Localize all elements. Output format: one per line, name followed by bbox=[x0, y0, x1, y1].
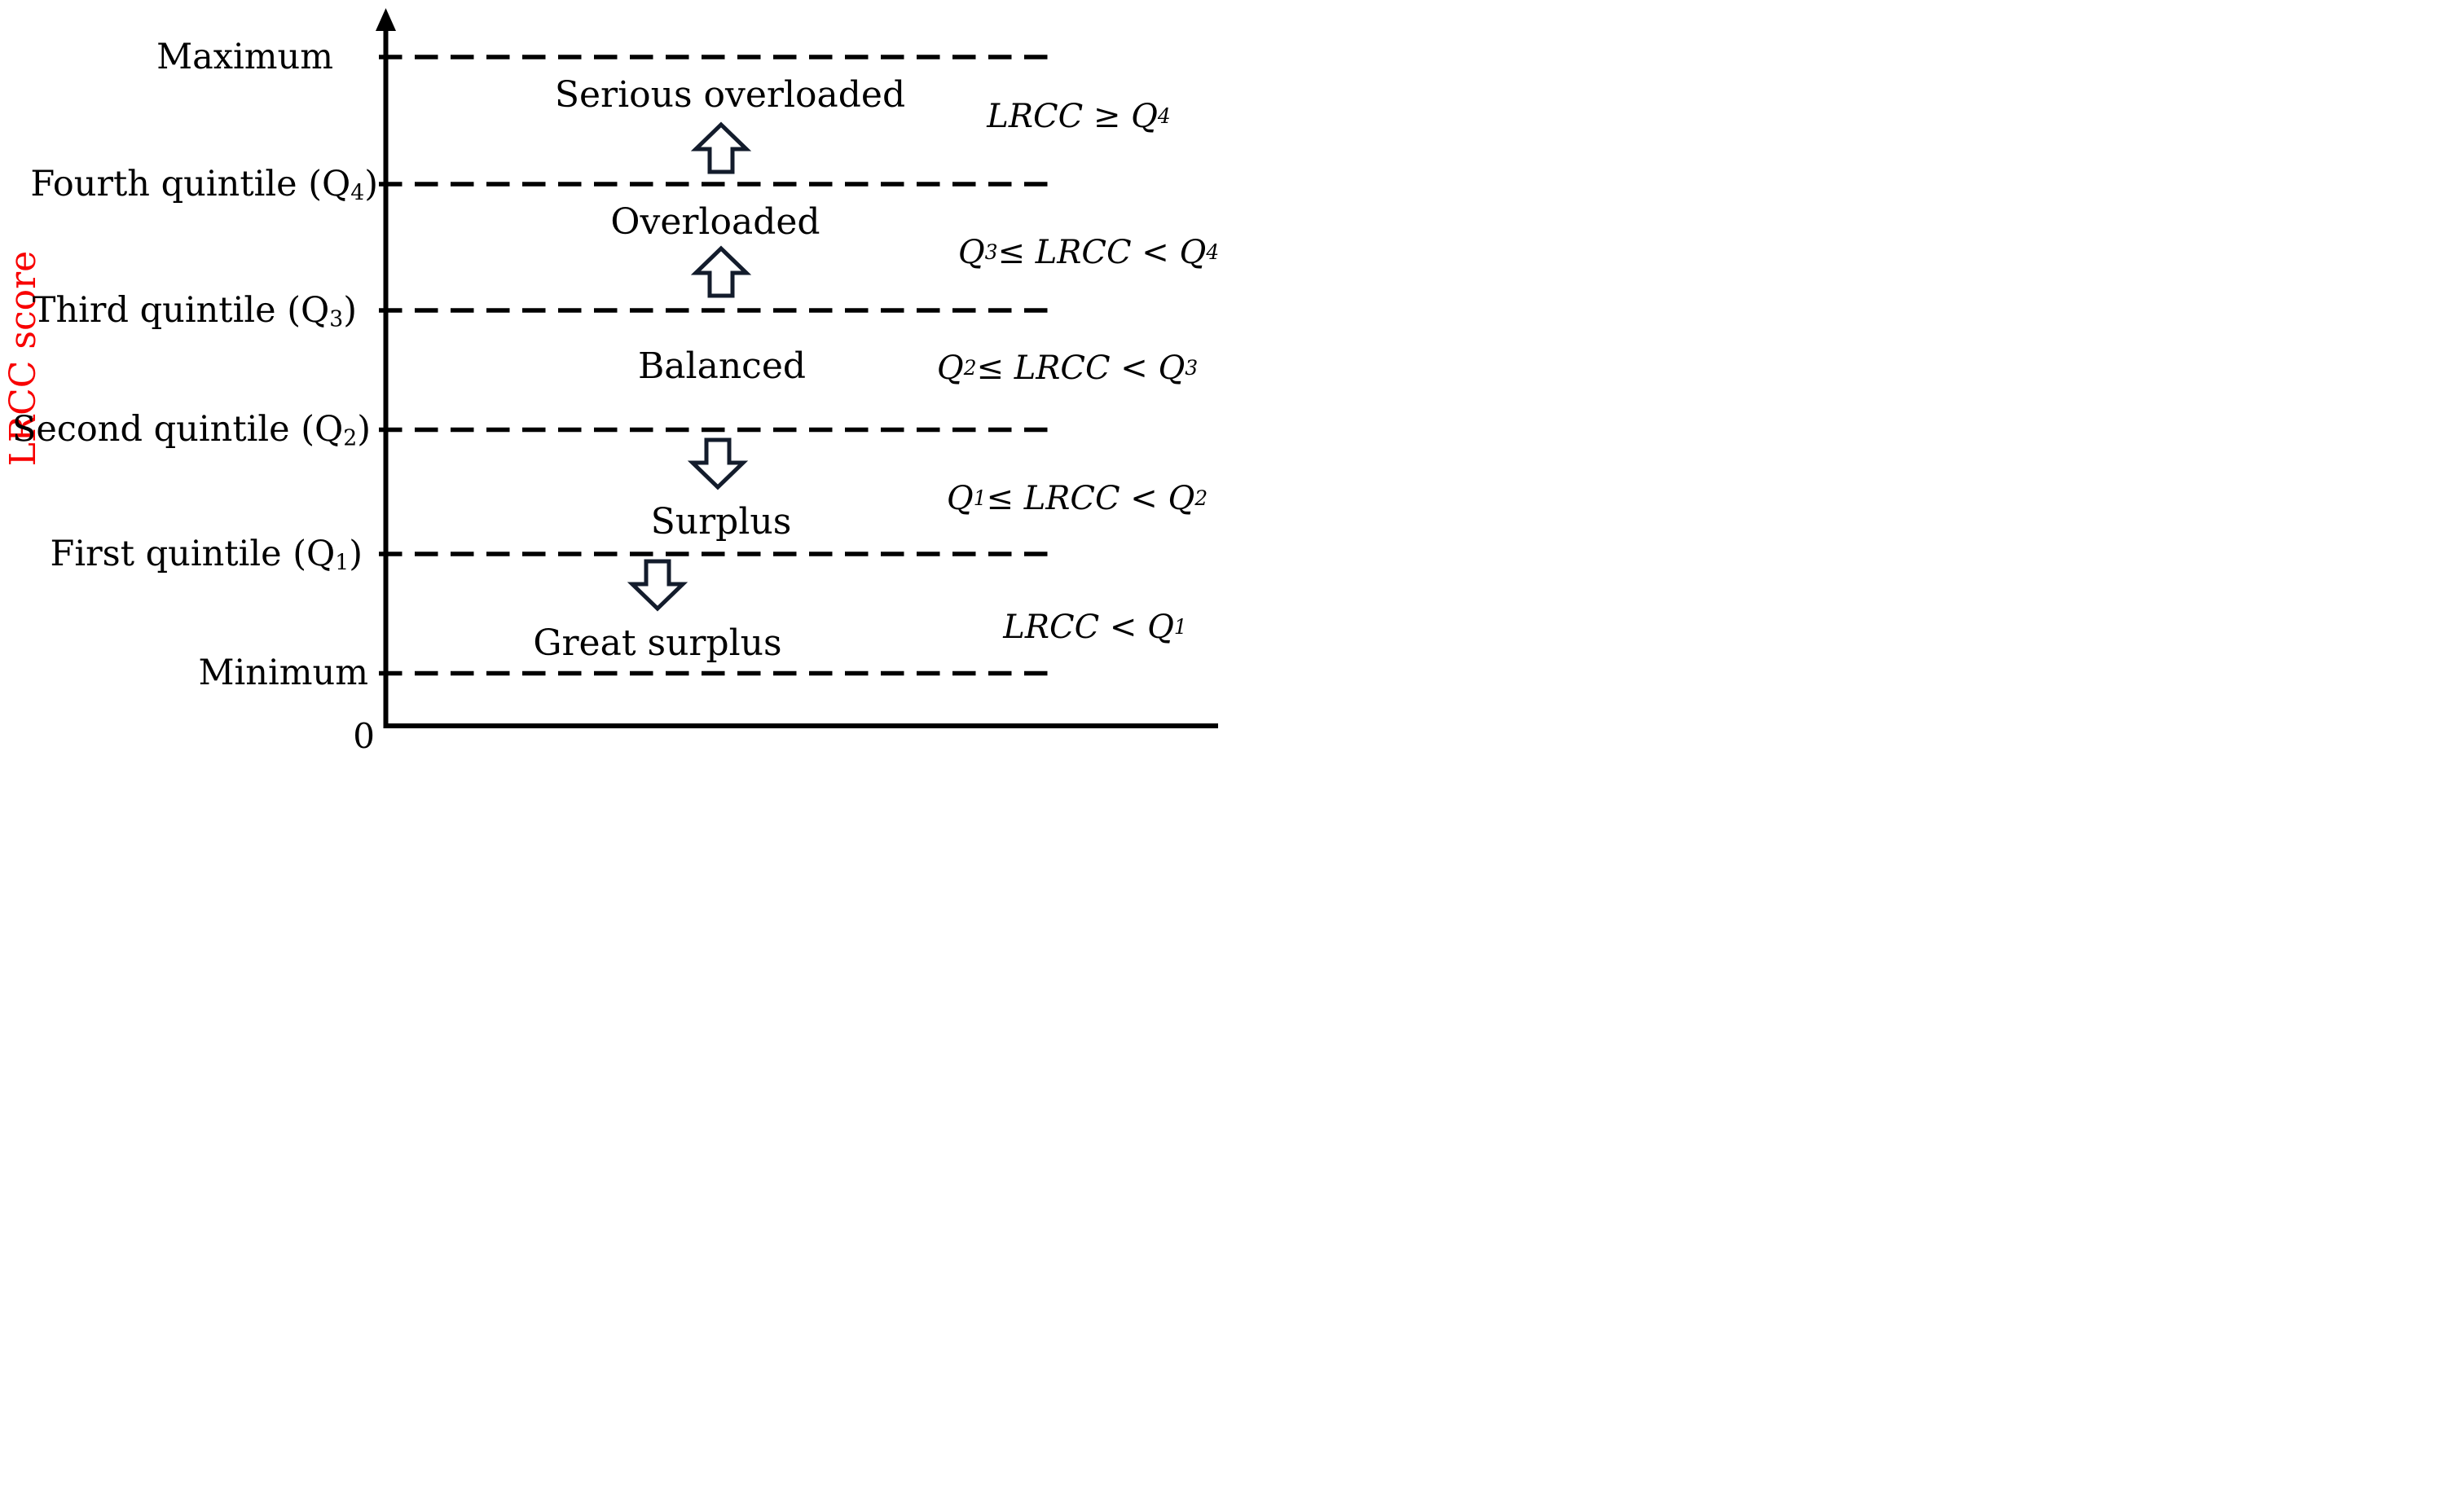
axes-and-arrows-layer bbox=[376, 8, 1218, 728]
down-arrow-icon bbox=[627, 559, 688, 612]
zone-label-overloaded: Overloaded bbox=[610, 200, 820, 243]
figure-canvas: LRCC score Maximum Fourth quintile (Q4) … bbox=[0, 0, 1230, 756]
origin-zero-label: 0 bbox=[353, 716, 375, 756]
zone-label-great-surplus: Great surplus bbox=[533, 622, 782, 664]
y-axis-title: LRCC score bbox=[2, 250, 44, 467]
tick-label-maximum: Maximum bbox=[156, 37, 333, 77]
tick-label-second-quintile: Second quintile (Q2) bbox=[11, 409, 371, 451]
tick-label-first-quintile: First quintile (Q1) bbox=[50, 534, 363, 576]
zone-label-surplus: Surplus bbox=[650, 500, 792, 543]
tick-label-third-quintile: Third quintile (Q3) bbox=[32, 290, 357, 332]
tick-label-minimum: Minimum bbox=[198, 653, 368, 693]
zone-label-balanced: Balanced bbox=[637, 345, 807, 387]
zone-label-serious-overloaded: Serious overloaded bbox=[554, 73, 906, 116]
up-arrow-icon bbox=[690, 245, 752, 298]
tick-label-fourth-quintile: Fourth quintile (Q4) bbox=[30, 164, 378, 206]
down-arrow-icon bbox=[687, 437, 749, 490]
y-axis-arrowhead-icon bbox=[376, 8, 396, 31]
up-arrow-icon bbox=[690, 121, 752, 174]
